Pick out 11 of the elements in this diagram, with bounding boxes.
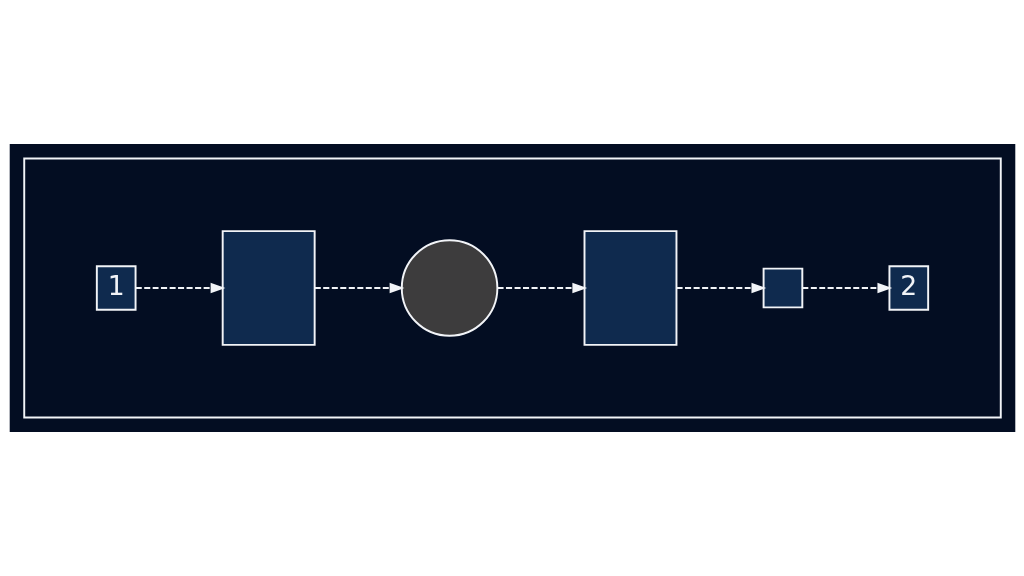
arrow — [675, 282, 766, 294]
node-box — [221, 230, 316, 346]
arrow — [496, 282, 587, 294]
arrow — [800, 282, 892, 294]
node-box: 2 — [887, 265, 929, 311]
arrow — [134, 282, 225, 294]
node-box — [762, 267, 803, 309]
node-circle — [400, 239, 498, 337]
arrow — [313, 282, 404, 294]
node-box: 1 — [95, 265, 137, 311]
node-box — [583, 230, 677, 346]
